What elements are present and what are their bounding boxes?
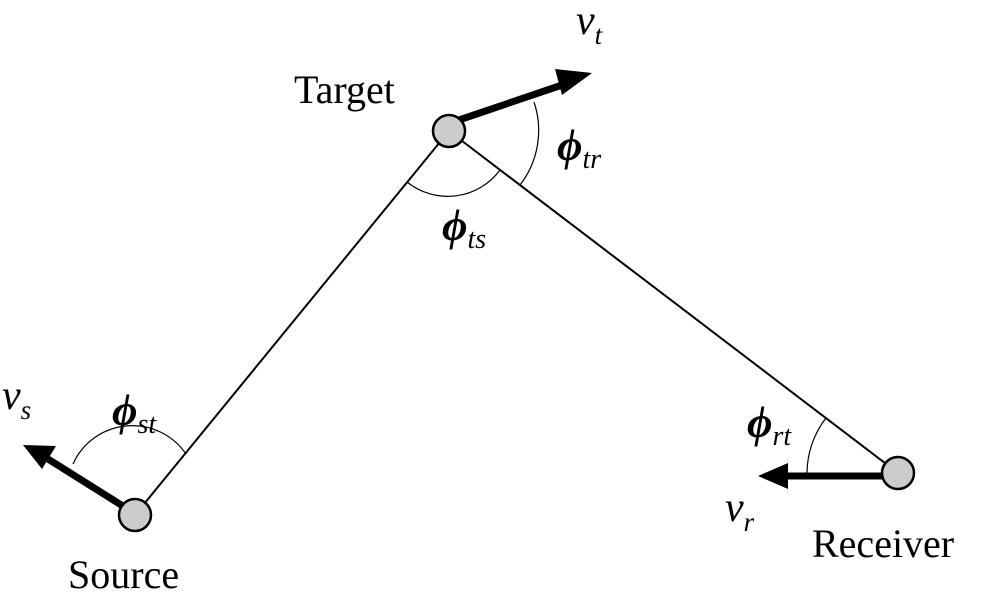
velocity-subscript-source: s <box>21 395 32 425</box>
velocity-vector-source <box>46 456 128 511</box>
velocity-subscript-receiver: r <box>744 507 755 537</box>
angle-arc-ts <box>406 169 501 197</box>
velocity-symbol-source: v <box>2 373 21 419</box>
velocity-subscript-target: t <box>595 20 604 50</box>
source-label: Source <box>68 552 179 596</box>
angle-arc-st <box>72 425 187 465</box>
angle-label-ts: ϕts <box>442 201 486 255</box>
angle-subscript-rt: rt <box>772 421 792 452</box>
velocity-vector-target <box>454 79 570 125</box>
velocity-arrowhead-receiver <box>758 463 788 489</box>
angle-label-st: ϕst <box>112 386 157 440</box>
angle-label-tr: ϕtr <box>557 121 601 175</box>
receiver-node <box>880 455 916 491</box>
velocity-label-receiver: vr <box>725 485 755 537</box>
velocity-arrowhead-source <box>23 445 56 469</box>
angle-symbol-rt: ϕ <box>747 398 772 447</box>
target-label: Target <box>294 67 395 112</box>
angle-symbol-tr: ϕ <box>557 121 582 170</box>
angle-symbol-ts: ϕ <box>442 201 467 250</box>
velocity-symbol-receiver: v <box>725 485 744 531</box>
angle-subscript-ts: ts <box>467 224 486 255</box>
angle-arc-rt <box>806 417 827 474</box>
angle-arc-tr <box>519 101 540 186</box>
source-node <box>117 497 153 533</box>
target-node <box>431 113 467 149</box>
velocity-label-source: vs <box>2 373 31 425</box>
velocity-arrowhead-target <box>555 69 592 95</box>
velocity-symbol-target: v <box>576 0 595 44</box>
edge-source-target <box>134 130 450 516</box>
velocity-label-target: vt <box>576 0 604 50</box>
angle-symbol-st: ϕ <box>112 386 137 435</box>
angle-label-rt: ϕrt <box>747 398 792 452</box>
receiver-label: Receiver <box>812 521 954 566</box>
angle-subscript-tr: tr <box>582 144 601 175</box>
angle-subscript-st: st <box>137 409 157 440</box>
edge-target-receiver <box>448 130 899 474</box>
